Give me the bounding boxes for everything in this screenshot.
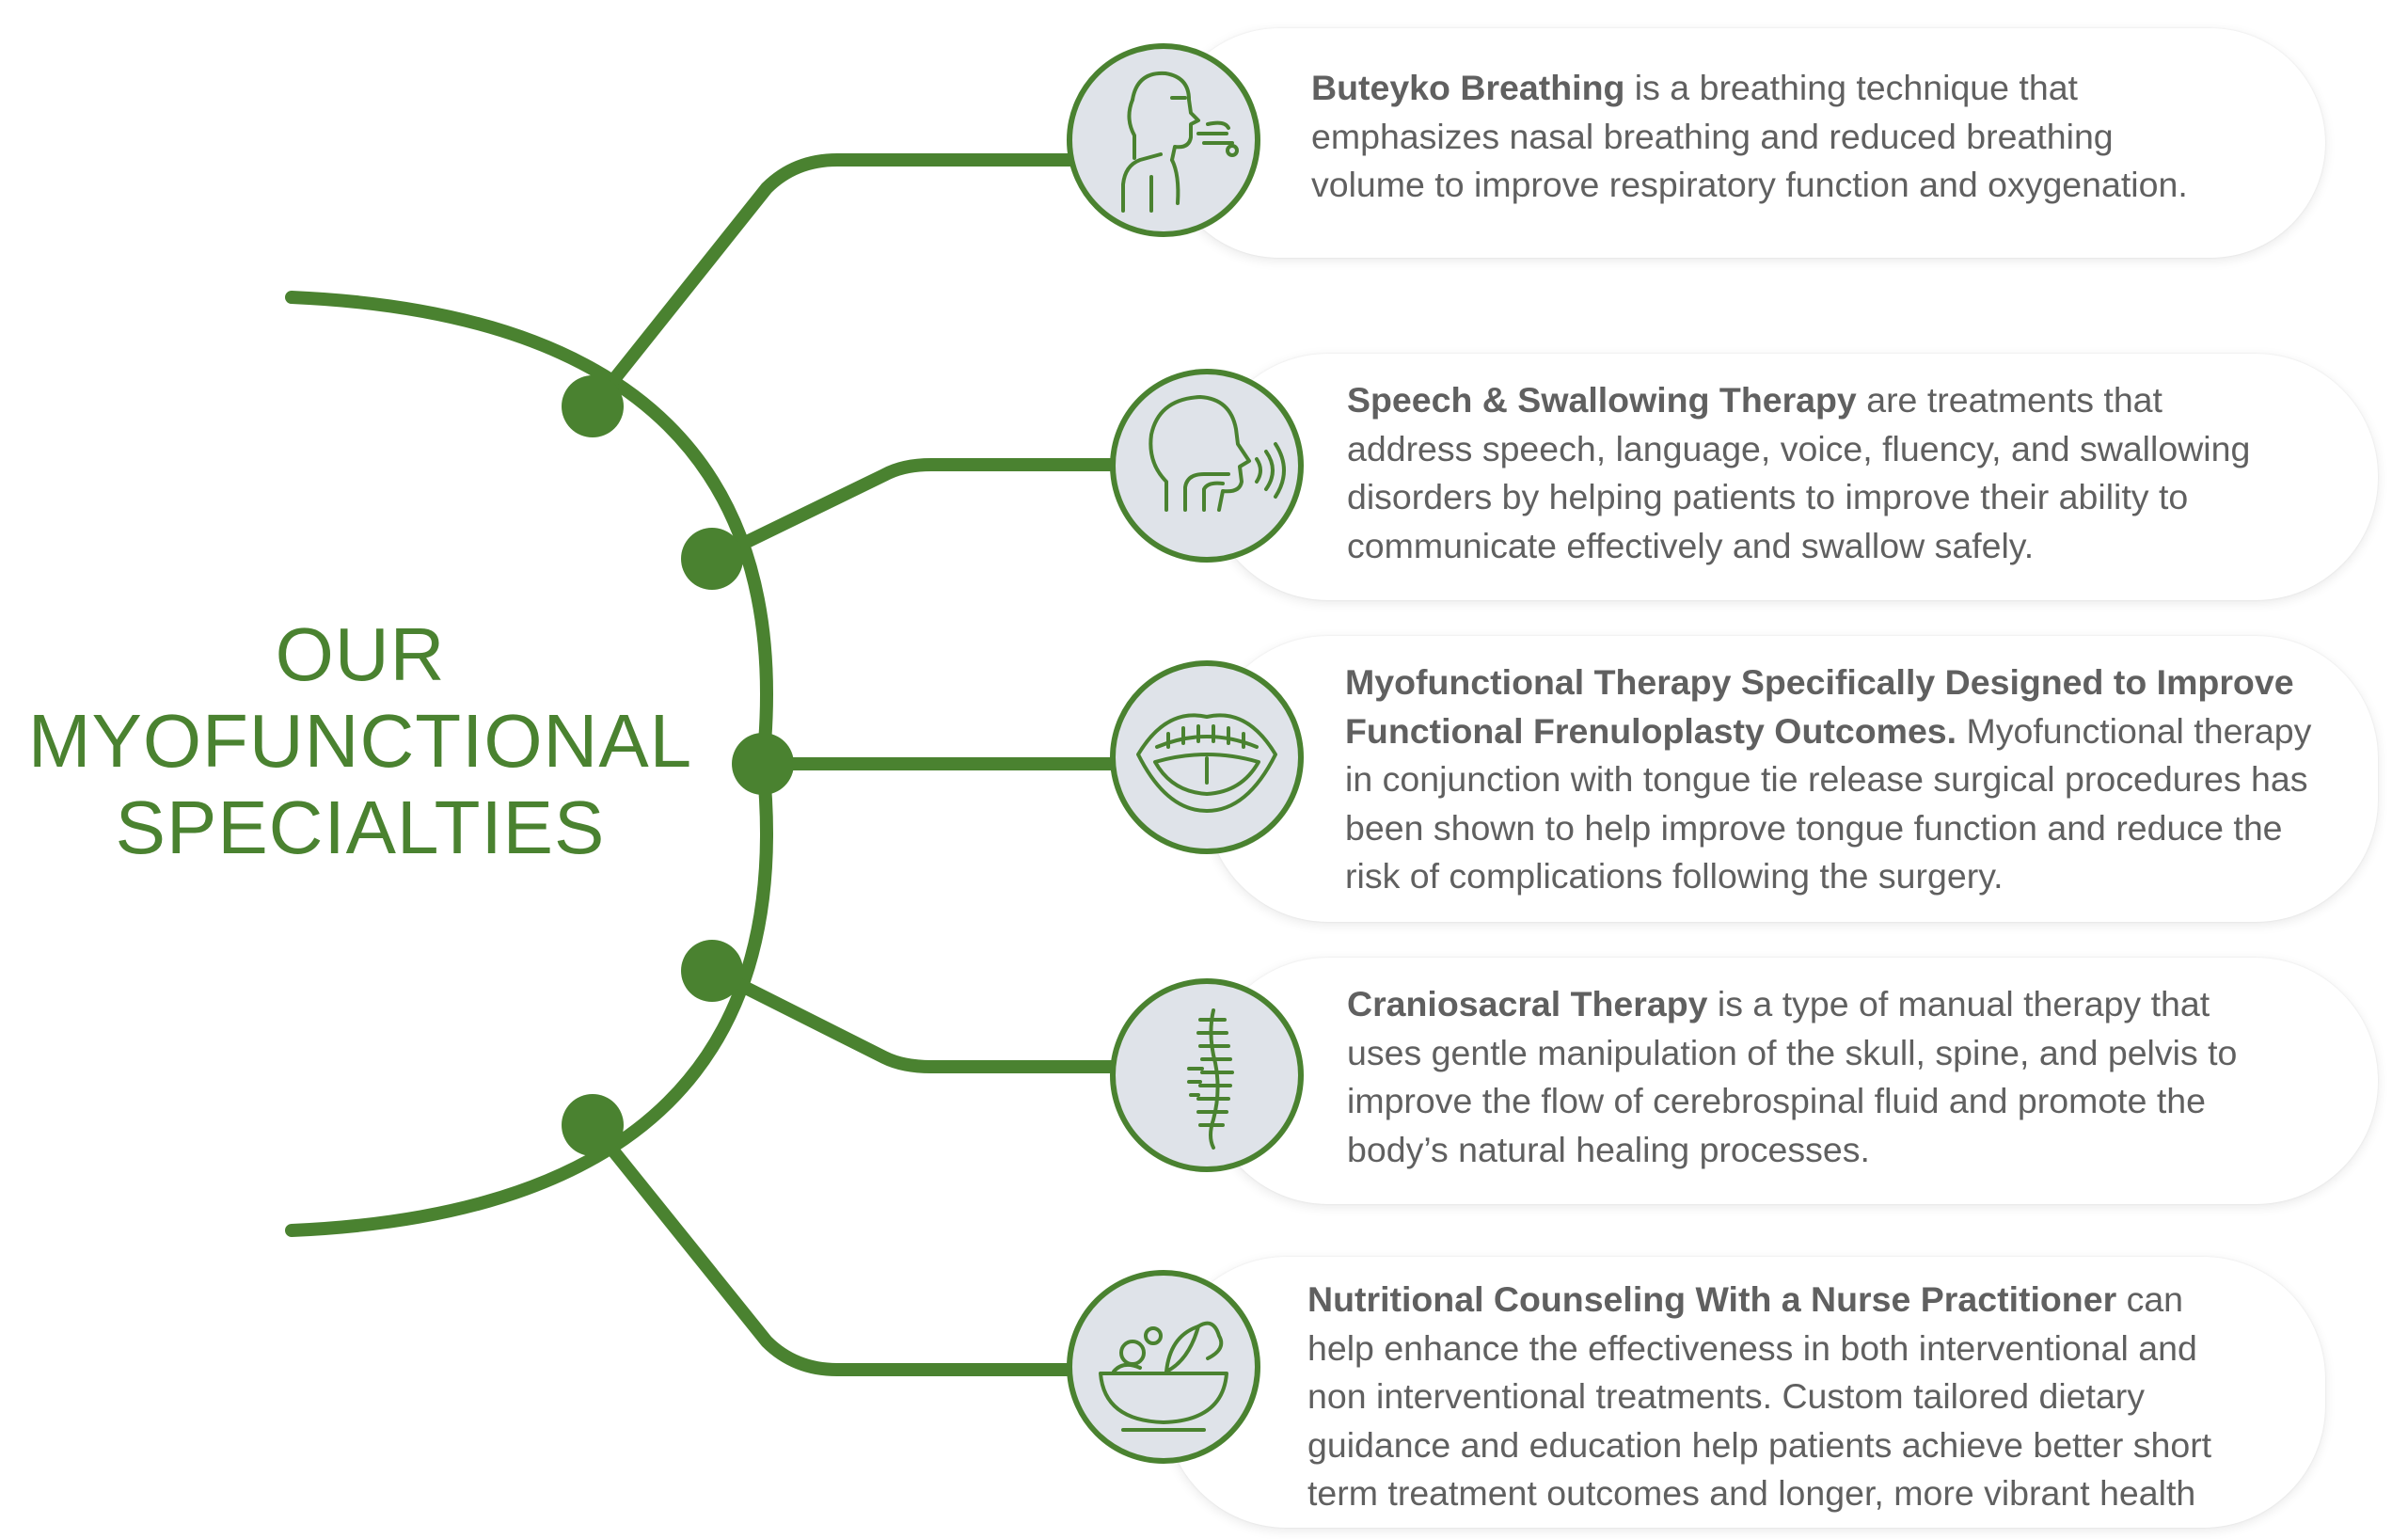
node-dot-1: [562, 375, 624, 437]
specialty-term-craniosacral: Craniosacral Therapy: [1347, 984, 1708, 1023]
diagram-title: OUR MYOFUNCTIONAL SPECIALTIES: [0, 611, 721, 871]
specialty-text-nutrition: Nutritional Counseling With a Nurse Prac…: [1307, 1279, 2212, 1513]
node-dot-4: [681, 940, 743, 1002]
branch-line-1: [587, 153, 1072, 411]
specialty-term-speech-swallowing: Speech & Swallowing Therapy: [1347, 380, 1857, 420]
title-line-3: SPECIALTIES: [115, 785, 606, 869]
specialty-text-speech-swallowing: Speech & Swallowing Therapy are treatmen…: [1347, 380, 2251, 565]
title-line-2: MYOFUNCTIONAL: [27, 699, 693, 783]
branch-line-4: [708, 964, 1116, 1073]
branch-line-5: [587, 1120, 1072, 1376]
title-line-1: OUR: [275, 612, 446, 696]
spine-icon: [1110, 978, 1304, 1172]
specialty-text-buteyko: Buteyko Breathing is a breathing techniq…: [1311, 68, 2188, 204]
specialty-card-buteyko: Buteyko Breathing is a breathing techniq…: [1164, 28, 2325, 258]
specialty-text-myofunctional: Myofunctional Therapy Specifically Desig…: [1345, 658, 2311, 901]
specialty-card-craniosacral: Craniosacral Therapy is a type of manual…: [1206, 958, 2378, 1204]
branch-line-2: [708, 458, 1116, 565]
breathing-person-icon: [1067, 43, 1260, 237]
node-dot-3: [732, 733, 794, 795]
node-dot-5: [562, 1094, 624, 1156]
open-mouth-icon: [1110, 660, 1304, 854]
specialty-term-buteyko: Buteyko Breathing: [1311, 68, 1625, 107]
node-dot-2: [681, 528, 743, 590]
salad-bowl-icon: [1067, 1270, 1260, 1464]
specialty-card-myofunctional: Myofunctional Therapy Specifically Desig…: [1206, 636, 2378, 922]
specialty-card-speech-swallowing: Speech & Swallowing Therapy are treatmen…: [1206, 354, 2378, 600]
specialty-text-craniosacral: Craniosacral Therapy is a type of manual…: [1347, 984, 2238, 1169]
specialty-term-myofunctional: Myofunctional Therapy Specifically Desig…: [1345, 662, 2294, 702]
head-profile-speech-icon: [1110, 369, 1304, 563]
specialty-card-nutrition: Nutritional Counseling With a Nurse Prac…: [1164, 1257, 2325, 1528]
specialty-term-nutrition: Nutritional Counseling With a Nurse Prac…: [1307, 1279, 2117, 1319]
